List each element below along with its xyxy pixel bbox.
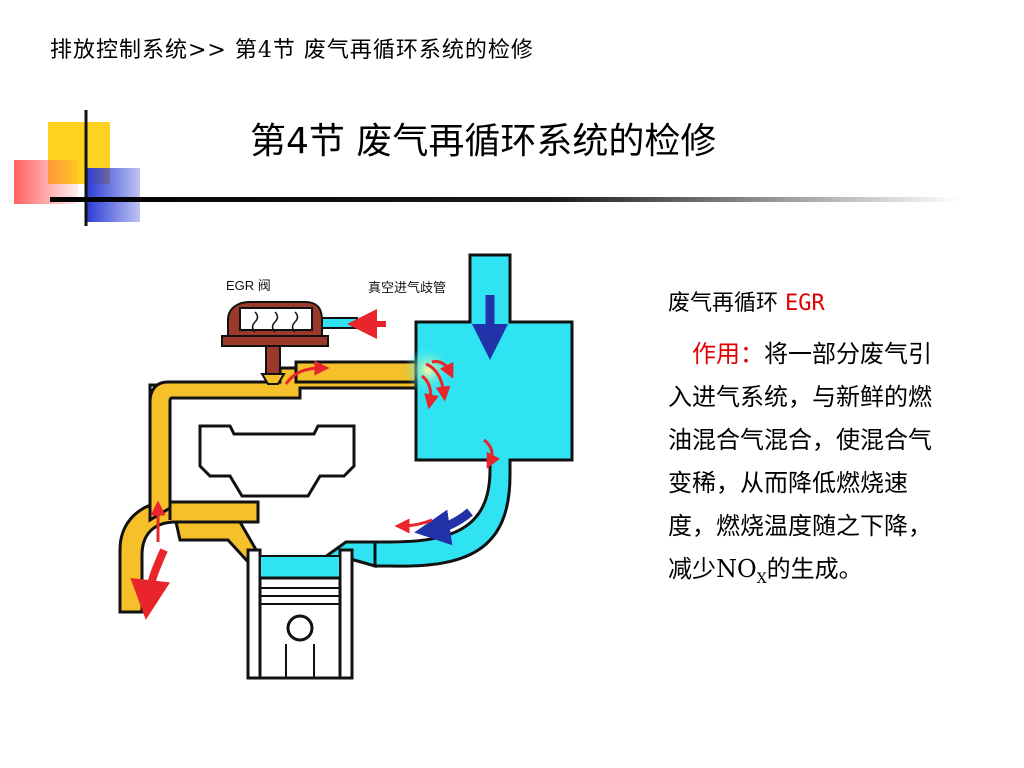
piston [258, 576, 342, 680]
intake-chamber [373, 253, 574, 568]
function-body-1: 将一部分废气引入进气系统，与新鲜的燃油混合气混合，使混合气变稀，从而降低燃烧速度… [668, 340, 932, 583]
egr-flow-arrow-mix-2 [421, 374, 439, 410]
egr-flow-arrow-mix-1 [425, 362, 451, 402]
intake-flow-arrow-bend [414, 508, 473, 546]
cylinder-wall-right [338, 548, 354, 680]
title-decoration [14, 110, 960, 226]
function-body-2: 的生成。 [766, 555, 863, 583]
intake-flow-arrow-small-1 [483, 438, 501, 469]
egr-heading: 废气再循环 EGR [668, 285, 948, 317]
deco-red-bar [14, 160, 78, 204]
combustion-chamber [259, 555, 341, 579]
egr-system-diagram: EGR 阀 真空进气歧管 [118, 253, 574, 680]
egr-function-text: 作用：将一部分废气引入进气系统，与新鲜的燃油混合气混合，使混合气变稀，从而降低燃… [668, 333, 948, 601]
cylinder-head [198, 424, 356, 498]
egr-valve [221, 301, 329, 385]
function-lead: 作用： [692, 340, 764, 368]
exhaust-manifold [118, 500, 260, 614]
exhaust-flow-arrow-main [130, 548, 171, 620]
egr-flow-arrow-valve [284, 360, 330, 385]
mixing-zone [404, 346, 452, 394]
intake-flow-arrow-small-2 [394, 518, 433, 534]
egr-heading-acronym: EGR [785, 291, 825, 316]
egr-heading-text: 废气再循环 [668, 291, 785, 316]
deco-blue-square [86, 168, 140, 222]
cylinder-wall-left [246, 548, 262, 680]
egr-valve-label: EGR 阀 [226, 278, 271, 293]
egr-flow-arrow-mix-3 [431, 360, 454, 379]
title-underline [50, 197, 960, 202]
nox-subscript: X [756, 570, 767, 587]
egr-description: 废气再循环 EGR 作用：将一部分废气引入进气系统，与新鲜的燃油混合气混合，使混… [668, 285, 948, 601]
intake-manifold-label: 真空进气歧管 [368, 280, 446, 295]
page-title: 第4节 废气再循环系统的检修 [250, 121, 717, 162]
breadcrumb: 排放控制系统>> 第4节 废气再循环系统的检修 [50, 38, 534, 63]
